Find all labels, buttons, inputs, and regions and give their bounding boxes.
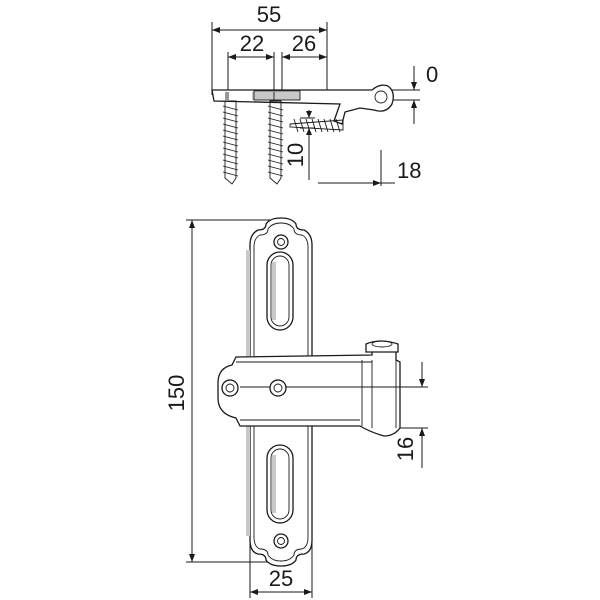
body-hole-left <box>221 379 239 397</box>
screw-middle <box>267 100 284 185</box>
dim-right-offset: 26 <box>292 31 316 56</box>
body-hole-right <box>269 379 287 397</box>
hinge-body <box>217 340 401 437</box>
dim-screw-depth: 10 <box>283 143 308 167</box>
hinge-pin-cap <box>365 340 399 353</box>
side-view: 55 22 26 0 10 18 <box>211 2 438 186</box>
front-view: 150 16 25 <box>164 217 428 598</box>
dim-pin-offset: 16 <box>393 437 418 461</box>
hinge-leaf-side <box>211 84 394 125</box>
dim-overall-width: 55 <box>257 2 281 27</box>
dim-overall-height: 150 <box>164 375 189 412</box>
dim-leaf-width: 25 <box>269 566 293 591</box>
dim-top-offset: 0 <box>426 62 438 87</box>
screw-hole-top <box>273 234 289 250</box>
screw-left <box>222 100 239 185</box>
screw-horizontal <box>289 118 344 133</box>
dim-left-offset: 22 <box>240 31 264 56</box>
screw-hole-bottom <box>273 533 289 549</box>
dim-knuckle-width: 18 <box>397 158 421 183</box>
